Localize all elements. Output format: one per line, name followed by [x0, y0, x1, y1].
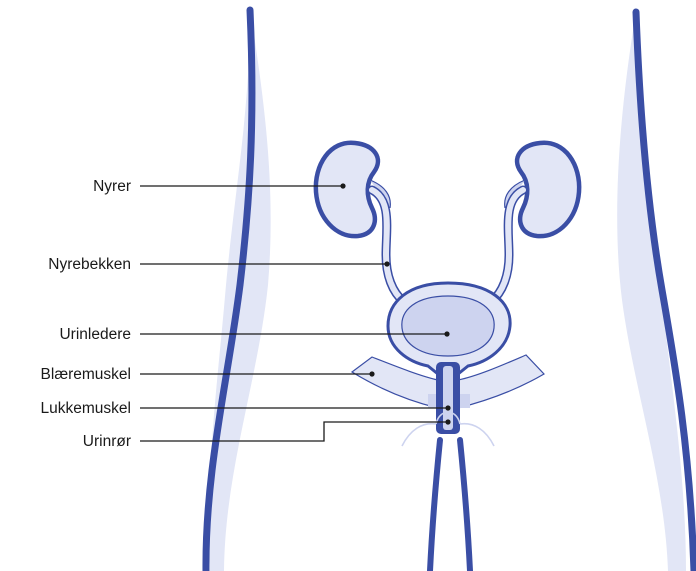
legs-inner — [430, 440, 470, 571]
label-urethra: Urinrør — [83, 433, 131, 450]
body-outline-right — [617, 12, 694, 571]
label-bladder-muscle: Blæremuskel — [41, 366, 131, 383]
label-sphincter: Lukkemuskel — [41, 400, 131, 417]
label-renal-pelvis: Nyrebekken — [48, 256, 131, 273]
label-ureters: Urinledere — [59, 326, 131, 343]
body-outline-left — [206, 10, 271, 571]
leader-urethra — [140, 422, 448, 441]
label-kidneys: Nyrer — [93, 178, 131, 195]
ureter-right — [491, 180, 525, 302]
ureter-left — [370, 180, 404, 302]
bladder — [388, 283, 510, 374]
